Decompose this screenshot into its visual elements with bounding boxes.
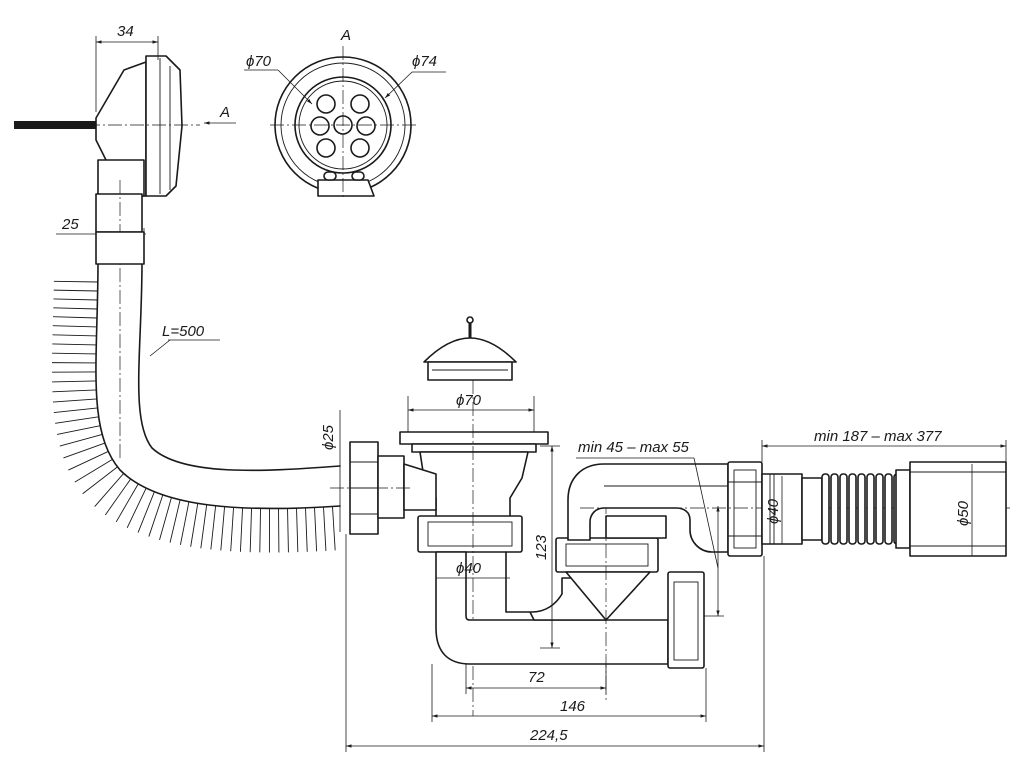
extension-rib: [821, 473, 830, 545]
hose-rib: [82, 466, 118, 495]
dimension-extension-range: min 187 – max 377: [761, 428, 1007, 462]
dim-label-grid-inner: ϕ70: [246, 53, 272, 70]
hose-rib: [287, 508, 289, 553]
hose-rib: [94, 473, 124, 507]
trap: [435, 500, 705, 700]
corrugated-hose: L=500: [51, 231, 341, 553]
grid-hole: [350, 138, 370, 158]
dim-label-123: 123: [533, 534, 550, 560]
dim-label-34: 34: [117, 23, 134, 40]
dim-label-72: 72: [528, 669, 545, 686]
dimension-146: 146: [431, 664, 707, 722]
hose-rib: [53, 280, 98, 283]
hose-rib: [53, 289, 98, 292]
hose-rib: [148, 494, 164, 537]
hose-rib: [53, 298, 98, 301]
hose-rib: [210, 505, 217, 550]
drain-body: [330, 380, 549, 716]
hose-rib: [52, 343, 97, 346]
hose-rib: [115, 483, 139, 523]
grid-hole: [310, 116, 330, 136]
hose-rib: [190, 503, 199, 547]
hose-rib: [53, 407, 98, 413]
dim-label-grid-outer: ϕ74: [412, 53, 437, 70]
hose-rib: [63, 442, 106, 459]
dimension-outlet: ϕ40 ϕ50: [765, 464, 973, 556]
hose-rib: [104, 478, 132, 516]
extension-rib: [875, 473, 884, 545]
hose-rib: [305, 507, 308, 552]
hose-rib: [200, 504, 208, 549]
hose-rib: [126, 487, 147, 528]
hose-rib: [259, 508, 261, 553]
hose-rib: [53, 316, 98, 319]
dim-label-inlet: ϕ25: [320, 424, 337, 450]
extension-rib: [839, 473, 848, 545]
grid-hole: [316, 138, 336, 158]
outlet-loop: [567, 461, 1010, 557]
hose-rib: [52, 398, 97, 403]
hose-rib: [179, 501, 190, 545]
hose-rib: [52, 389, 97, 393]
extension: [761, 461, 1007, 557]
dim-label-hose-length: L=500: [162, 323, 205, 340]
dim-label-outlet-40: ϕ40: [765, 498, 782, 524]
hose-rib: [323, 506, 327, 551]
dimension-plug-70: ϕ70: [407, 392, 535, 432]
hose-rib: [332, 506, 336, 551]
hose-rib: [220, 506, 226, 551]
dim-label-seal: min 45 – max 55: [578, 439, 690, 456]
grid-hole: [350, 94, 370, 114]
extension-rib: [848, 473, 857, 545]
hose-rib: [239, 507, 243, 552]
dim-label-plug: ϕ70: [456, 392, 482, 409]
dimension-224-5: 224,5: [345, 534, 765, 752]
dimension-seal-range: min 45 – max 55: [576, 439, 724, 617]
hose-rib: [59, 434, 103, 447]
hose-rib: [159, 497, 172, 540]
stopper: [423, 316, 517, 381]
hose-rib: [249, 508, 252, 553]
hose-rib: [68, 451, 109, 471]
hose-rib: [169, 499, 181, 543]
dim-label-extension: min 187 – max 377: [814, 428, 942, 445]
dimension-72: 72: [465, 664, 607, 694]
overflow-head: [14, 55, 200, 460]
dim-label-trap: ϕ40: [456, 560, 482, 577]
hose-rib: [53, 307, 98, 310]
view-a-grid: A ϕ70 ϕ74: [244, 27, 446, 200]
hose-rib: [296, 508, 299, 553]
hose-rib: [74, 459, 113, 483]
hose-rib: [52, 325, 97, 328]
view-arrow-a: A: [204, 104, 236, 125]
dimension-34: 34: [95, 23, 159, 112]
extension-rib: [866, 473, 875, 545]
dim-label-25: 25: [61, 216, 79, 233]
dimension-123: 123: [533, 445, 560, 649]
hose-rib: [230, 507, 235, 552]
hose-rib: [314, 507, 318, 552]
extension-rib: [830, 473, 839, 545]
hose-rib: [56, 425, 101, 435]
hose-rib: [55, 416, 99, 424]
hose-rib: [52, 380, 97, 383]
view-arrow-label: A: [219, 104, 230, 121]
view-label-a: A: [340, 27, 351, 44]
dim-label-total: 224,5: [529, 727, 568, 744]
overflow-rod: [14, 121, 96, 129]
grid-hole: [316, 94, 336, 114]
dim-label-146: 146: [560, 698, 586, 715]
dimension-trap-40: ϕ40: [436, 560, 510, 579]
extension-rib: [857, 473, 866, 545]
hose-rib: [137, 491, 155, 533]
hose-rib: [52, 352, 97, 355]
dimension-inlet-25: ϕ25: [320, 410, 341, 532]
hose-rib: [52, 334, 97, 337]
grid-hole: [356, 116, 376, 136]
extension-rib: [884, 473, 893, 545]
dim-label-outlet-50: ϕ50: [955, 500, 972, 526]
